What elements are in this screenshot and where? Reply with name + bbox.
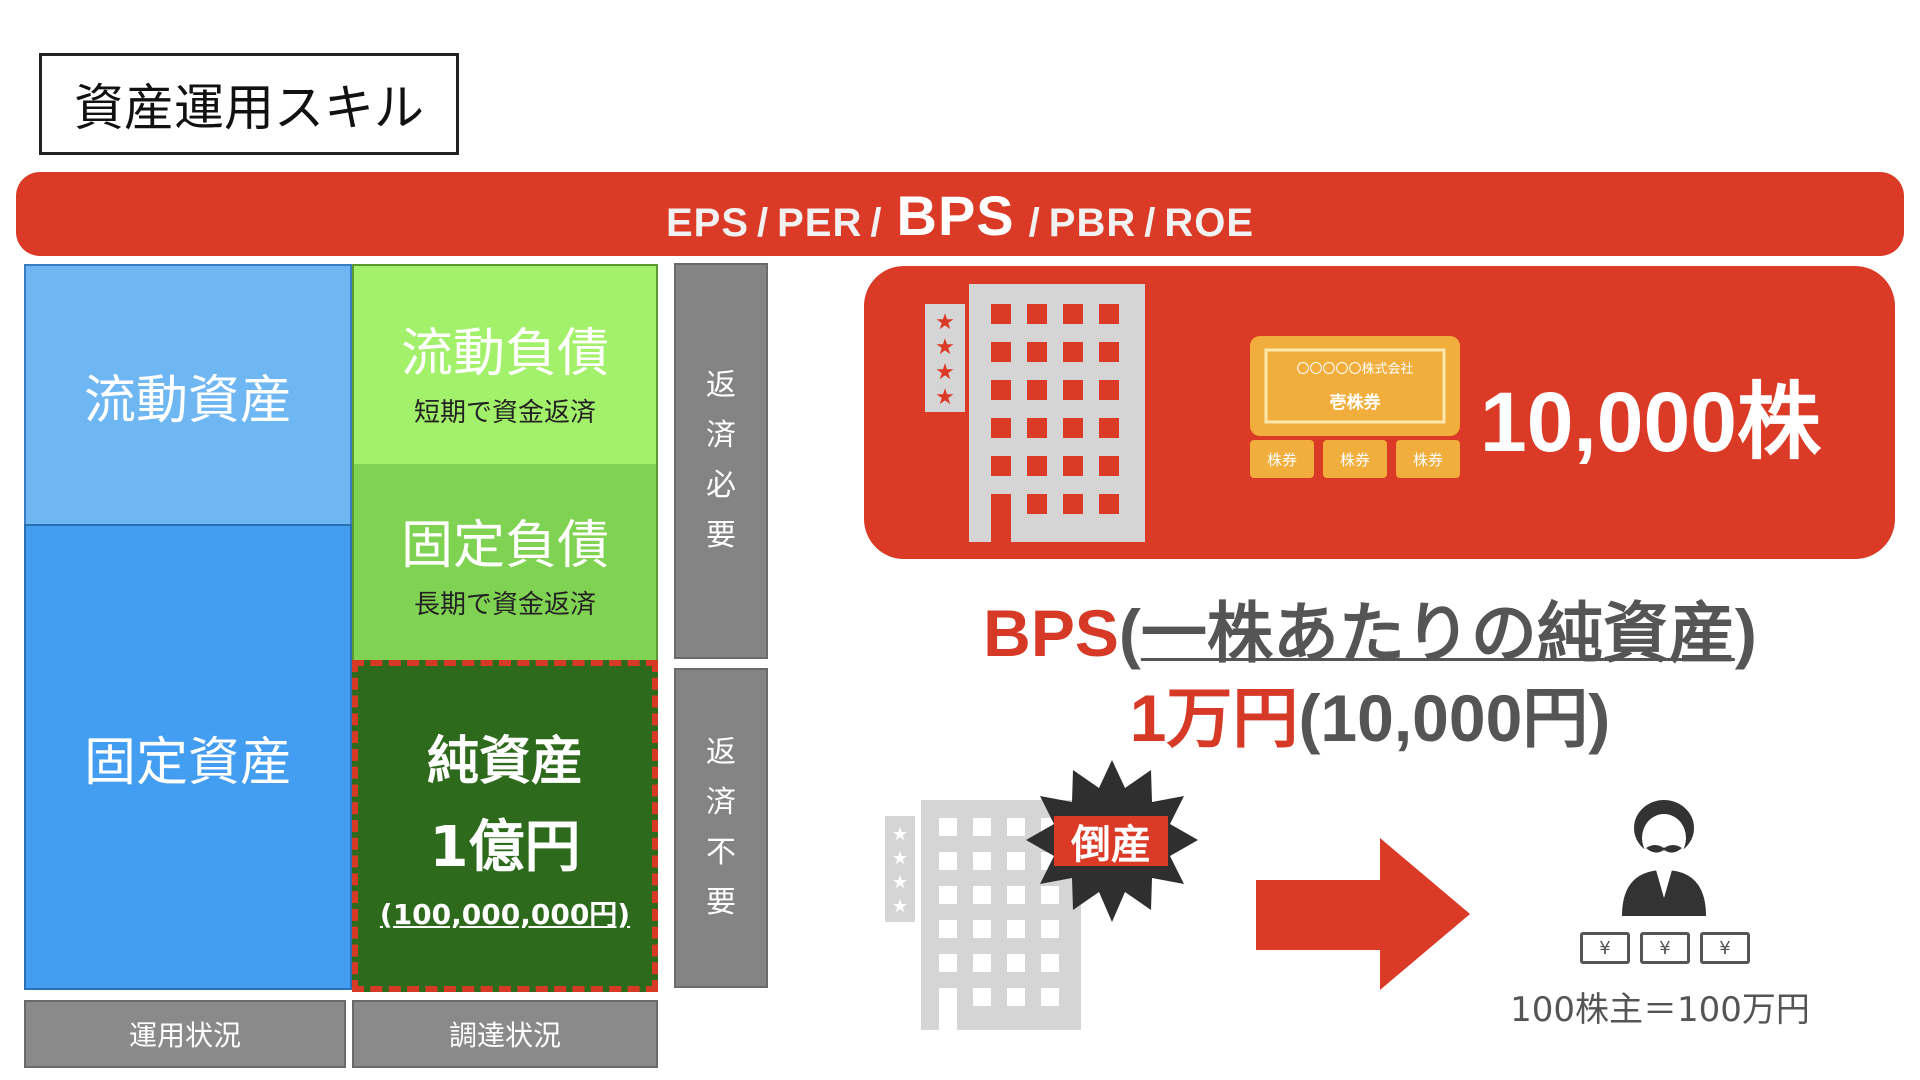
repay-required-label: 返 済 必 要	[674, 263, 768, 659]
bps-definition: BPS(一株あたりの純資産)	[960, 580, 1780, 676]
shareholder-icon	[1622, 800, 1706, 916]
page-title-text: 資産運用スキル	[74, 79, 424, 137]
certificate-stub: 株券	[1339, 451, 1370, 469]
banknotes: ¥ ¥ ¥	[1580, 932, 1750, 968]
metric-separator: /	[870, 200, 883, 245]
page-title: 資産運用スキル	[39, 53, 459, 155]
svg-text:★: ★	[935, 385, 955, 410]
metric-per: PER	[777, 200, 863, 245]
bps-meaning: 一株あたりの純資産	[1140, 596, 1735, 670]
banknote-icon: ¥	[1700, 932, 1750, 964]
metric-roe: ROE	[1164, 200, 1255, 245]
metric-eps: EPS	[665, 200, 749, 245]
certificate-company: 〇〇〇〇〇株式会社	[1296, 362, 1414, 377]
paren-open: (	[1118, 596, 1141, 670]
bankruptcy-label: 倒産	[1054, 816, 1168, 868]
svg-text:★: ★	[935, 335, 955, 360]
certificate-stub: 株券	[1266, 451, 1297, 469]
certificate-stub: 株券	[1412, 451, 1443, 469]
metric-separator: /	[757, 200, 770, 245]
paren-close: )	[1734, 596, 1757, 670]
footer-funding-status: 調達状況	[352, 1000, 658, 1068]
arrow-right-icon	[1256, 838, 1470, 990]
current-assets-block: 流動資産	[24, 264, 352, 524]
repay-not-required-label: 返 済 不 要	[674, 668, 768, 988]
building-icon: ★ ★ ★ ★	[925, 284, 1145, 542]
fixed-liabilities-title: 固定負債	[400, 516, 609, 576]
stock-certificate-icon: 〇〇〇〇〇株式会社 壱株券 株券 株券 株券	[1250, 336, 1460, 478]
footer-funding-label: 調達状況	[448, 1019, 561, 1052]
net-assets-block: 純資産 1億円 (100,000,000円)	[352, 660, 658, 992]
current-liabilities-block: 流動負債 短期で資金返済	[352, 264, 658, 464]
svg-text:★: ★	[892, 872, 908, 893]
svg-text:★: ★	[935, 310, 955, 335]
vertical-char: 返	[706, 735, 736, 770]
vertical-char: 要	[706, 885, 736, 920]
shares-count: 10,000株	[1480, 375, 1821, 469]
svg-text:★: ★	[892, 848, 908, 869]
yen-symbol: ¥	[1659, 937, 1671, 959]
banknote-icon: ¥	[1640, 932, 1690, 964]
vertical-char: 不	[706, 835, 736, 870]
metrics-banner: EPS / PER / BPS / PBR / ROE	[16, 172, 1904, 256]
net-assets-amount-full: (100,000,000円)	[379, 898, 631, 931]
svg-text:★: ★	[892, 824, 908, 845]
vertical-char: 済	[706, 418, 736, 453]
vertical-char: 済	[706, 785, 736, 820]
bps-label: BPS	[983, 596, 1119, 670]
current-assets-label: 流動資産	[83, 370, 292, 431]
metric-separator: /	[1028, 200, 1041, 245]
banknote-icon: ¥	[1580, 932, 1630, 964]
net-assets-amount: 1億円	[429, 815, 581, 880]
metric-separator: /	[1144, 200, 1157, 245]
bps-value-full: (10,000円)	[1298, 681, 1611, 755]
footer-operation-status: 運用状況	[24, 1000, 346, 1068]
fixed-assets-block: 固定資産	[24, 524, 352, 990]
svg-text:★: ★	[935, 360, 955, 385]
bps-value-short: 1万円	[1129, 681, 1299, 755]
metric-bps: BPS	[896, 183, 1015, 247]
net-assets-title: 純資産	[426, 732, 583, 792]
current-liabilities-title: 流動負債	[400, 324, 609, 384]
yen-symbol: ¥	[1599, 937, 1611, 959]
fixed-liabilities-block: 固定負債 長期で資金返済	[352, 464, 658, 660]
vertical-char: 要	[706, 518, 736, 553]
fixed-assets-label: 固定資産	[83, 732, 292, 793]
certificate-title: 壱株券	[1329, 393, 1381, 413]
vertical-char: 返	[706, 368, 736, 403]
fixed-liabilities-note: 長期で資金返済	[413, 590, 596, 620]
vertical-char: 必	[706, 468, 736, 503]
yen-symbol: ¥	[1719, 937, 1731, 959]
metric-pbr: PBR	[1048, 200, 1137, 245]
current-liabilities-note: 短期で資金返済	[413, 398, 596, 428]
shareholder-caption: 100株主＝100万円	[1510, 990, 1810, 1030]
certificate-frame	[1250, 336, 1460, 478]
footer-operation-label: 運用状況	[128, 1019, 241, 1052]
svg-text:★: ★	[892, 896, 908, 917]
bps-value: 1万円(10,000円)	[960, 665, 1780, 761]
bankruptcy-label-text: 倒産	[1071, 822, 1151, 868]
